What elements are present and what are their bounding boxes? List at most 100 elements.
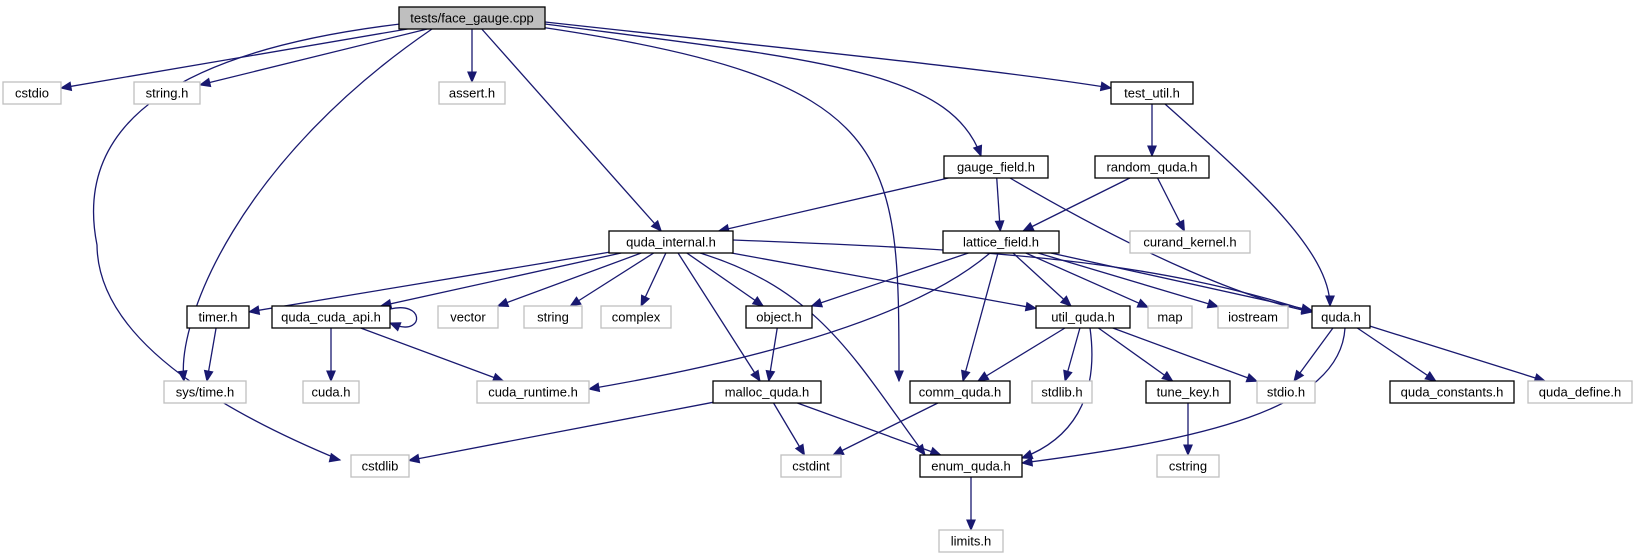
edge-arrowhead bbox=[1020, 449, 1034, 459]
node-label: quda_cuda_api.h bbox=[281, 310, 381, 325]
node-util-quda[interactable]: util_quda.h bbox=[1035, 305, 1131, 329]
node-label: tune_key.h bbox=[1157, 385, 1220, 400]
edge-line bbox=[686, 252, 764, 307]
edge-arrowhead bbox=[894, 370, 904, 383]
edge-lattice_field-to-iostream bbox=[1037, 252, 1220, 309]
edge-face_gauge-to-string_h bbox=[198, 28, 428, 88]
edge-line bbox=[380, 252, 622, 307]
edge-quda_internal-to-object bbox=[686, 252, 765, 307]
edge-face_gauge-to-test_util bbox=[544, 21, 1113, 92]
edge-arrowhead bbox=[1024, 301, 1038, 312]
edge-arrowhead bbox=[1175, 219, 1186, 233]
edge-line bbox=[588, 252, 991, 390]
edge-arrowhead bbox=[960, 369, 971, 383]
node-label: util_quda.h bbox=[1051, 310, 1115, 325]
node-malloc-quda[interactable]: malloc_quda.h bbox=[712, 380, 822, 404]
edge-arrowhead bbox=[1424, 371, 1437, 382]
node-box bbox=[133, 81, 201, 105]
edge-line bbox=[481, 28, 662, 232]
edge-line bbox=[797, 402, 941, 456]
edge-util_quda-to-stdio_h bbox=[1112, 327, 1259, 383]
edge-arrowhead bbox=[966, 519, 976, 532]
edge-arrowhead bbox=[1099, 81, 1113, 92]
node-complex: complex bbox=[600, 305, 672, 329]
node-label: iostream bbox=[1228, 310, 1278, 325]
node-quda[interactable]: quda.h bbox=[1311, 305, 1371, 329]
edge-line bbox=[677, 252, 761, 382]
node-label: string.h bbox=[146, 86, 189, 101]
edge-util_quda-to-comm_quda bbox=[976, 327, 1066, 382]
edge-quda_internal-to-timer bbox=[247, 251, 610, 316]
node-label: cstdlib bbox=[362, 459, 399, 474]
node-label: lattice_field.h bbox=[963, 235, 1039, 250]
edge-util_quda-to-enum_quda bbox=[1020, 327, 1093, 459]
edge-line bbox=[811, 252, 969, 307]
edge-face_gauge-to-gauge_field bbox=[544, 23, 983, 158]
edge-test_util-to-quda bbox=[1164, 103, 1335, 308]
edge-test_util-to-random_quda bbox=[1147, 104, 1157, 158]
node-quda-internal[interactable]: quda_internal.h bbox=[608, 230, 734, 254]
edge-random_quda-to-curand_kernel bbox=[1156, 177, 1186, 233]
edge-line bbox=[199, 28, 428, 86]
edge-line bbox=[544, 21, 1112, 89]
node-box bbox=[1031, 380, 1093, 404]
node-test-util[interactable]: test_util.h bbox=[1110, 81, 1194, 105]
node-label: limits.h bbox=[951, 534, 991, 549]
node-label: test_util.h bbox=[1124, 86, 1180, 101]
node-box bbox=[745, 305, 813, 329]
node-tune-key[interactable]: tune_key.h bbox=[1145, 380, 1231, 404]
edge-line bbox=[1112, 327, 1258, 382]
node-cstdint: cstdint bbox=[780, 454, 842, 478]
node-object[interactable]: object.h bbox=[745, 305, 813, 329]
node-box bbox=[780, 454, 842, 478]
edge-arrowhead bbox=[407, 453, 421, 464]
edge-line bbox=[1293, 327, 1334, 382]
node-curand-kernel: curand_kernel.h bbox=[1129, 230, 1251, 254]
node-random-quda[interactable]: random_quda.h bbox=[1094, 155, 1210, 179]
node-box bbox=[1527, 380, 1633, 404]
node-label: curand_kernel.h bbox=[1143, 235, 1236, 250]
node-label: vector bbox=[450, 310, 486, 325]
edge-arrowhead bbox=[1206, 298, 1220, 309]
node-label: quda_define.h bbox=[1539, 385, 1621, 400]
node-label: quda_internal.h bbox=[626, 235, 716, 250]
node-timer[interactable]: timer.h bbox=[186, 305, 250, 329]
edge-line bbox=[1050, 252, 1313, 312]
node-face-gauge[interactable]: tests/face_gauge.cpp bbox=[398, 6, 546, 30]
node-box bbox=[476, 380, 590, 404]
edge-lattice_field-to-cuda_runtime bbox=[587, 252, 991, 393]
node-stdio-h: stdio.h bbox=[1256, 380, 1316, 404]
node-enum-quda[interactable]: enum_quda.h bbox=[919, 454, 1023, 478]
node-quda-cuda-api[interactable]: quda_cuda_api.h bbox=[271, 305, 391, 329]
node-comm-quda[interactable]: comm_quda.h bbox=[909, 380, 1011, 404]
edge-quda_internal-to-quda_cuda_api bbox=[379, 252, 622, 309]
edge-line bbox=[1356, 327, 1437, 382]
edge-line bbox=[1098, 327, 1173, 382]
edge-lattice_field-to-quda bbox=[1050, 252, 1314, 314]
node-box bbox=[909, 380, 1011, 404]
edge-arrowhead bbox=[1063, 369, 1073, 383]
edge-malloc_quda-to-cstdint bbox=[772, 402, 806, 457]
edge-quda_internal-to-vector bbox=[496, 252, 642, 308]
edge-arrowhead bbox=[1245, 373, 1259, 383]
node-box bbox=[600, 305, 672, 329]
edge-arrowhead bbox=[1300, 303, 1314, 314]
node-gauge-field[interactable]: gauge_field.h bbox=[943, 155, 1049, 179]
edge-line bbox=[1022, 177, 1131, 232]
node-box bbox=[943, 155, 1049, 179]
edge-arrowhead bbox=[650, 219, 663, 232]
edge-quda_cuda_api-to-cuda_h bbox=[326, 328, 336, 383]
edge-line bbox=[1025, 252, 1149, 308]
node-box bbox=[608, 230, 734, 254]
edge-line bbox=[544, 23, 982, 157]
node-box bbox=[302, 380, 360, 404]
node-lattice-field[interactable]: lattice_field.h bbox=[942, 230, 1060, 254]
node-label: random_quda.h bbox=[1106, 160, 1197, 175]
node-label: cstring bbox=[1169, 459, 1207, 474]
node-iostream: iostream bbox=[1217, 305, 1289, 329]
edge-line bbox=[360, 327, 504, 382]
node-quda-constants[interactable]: quda_constants.h bbox=[1389, 380, 1515, 404]
node-box bbox=[523, 305, 583, 329]
